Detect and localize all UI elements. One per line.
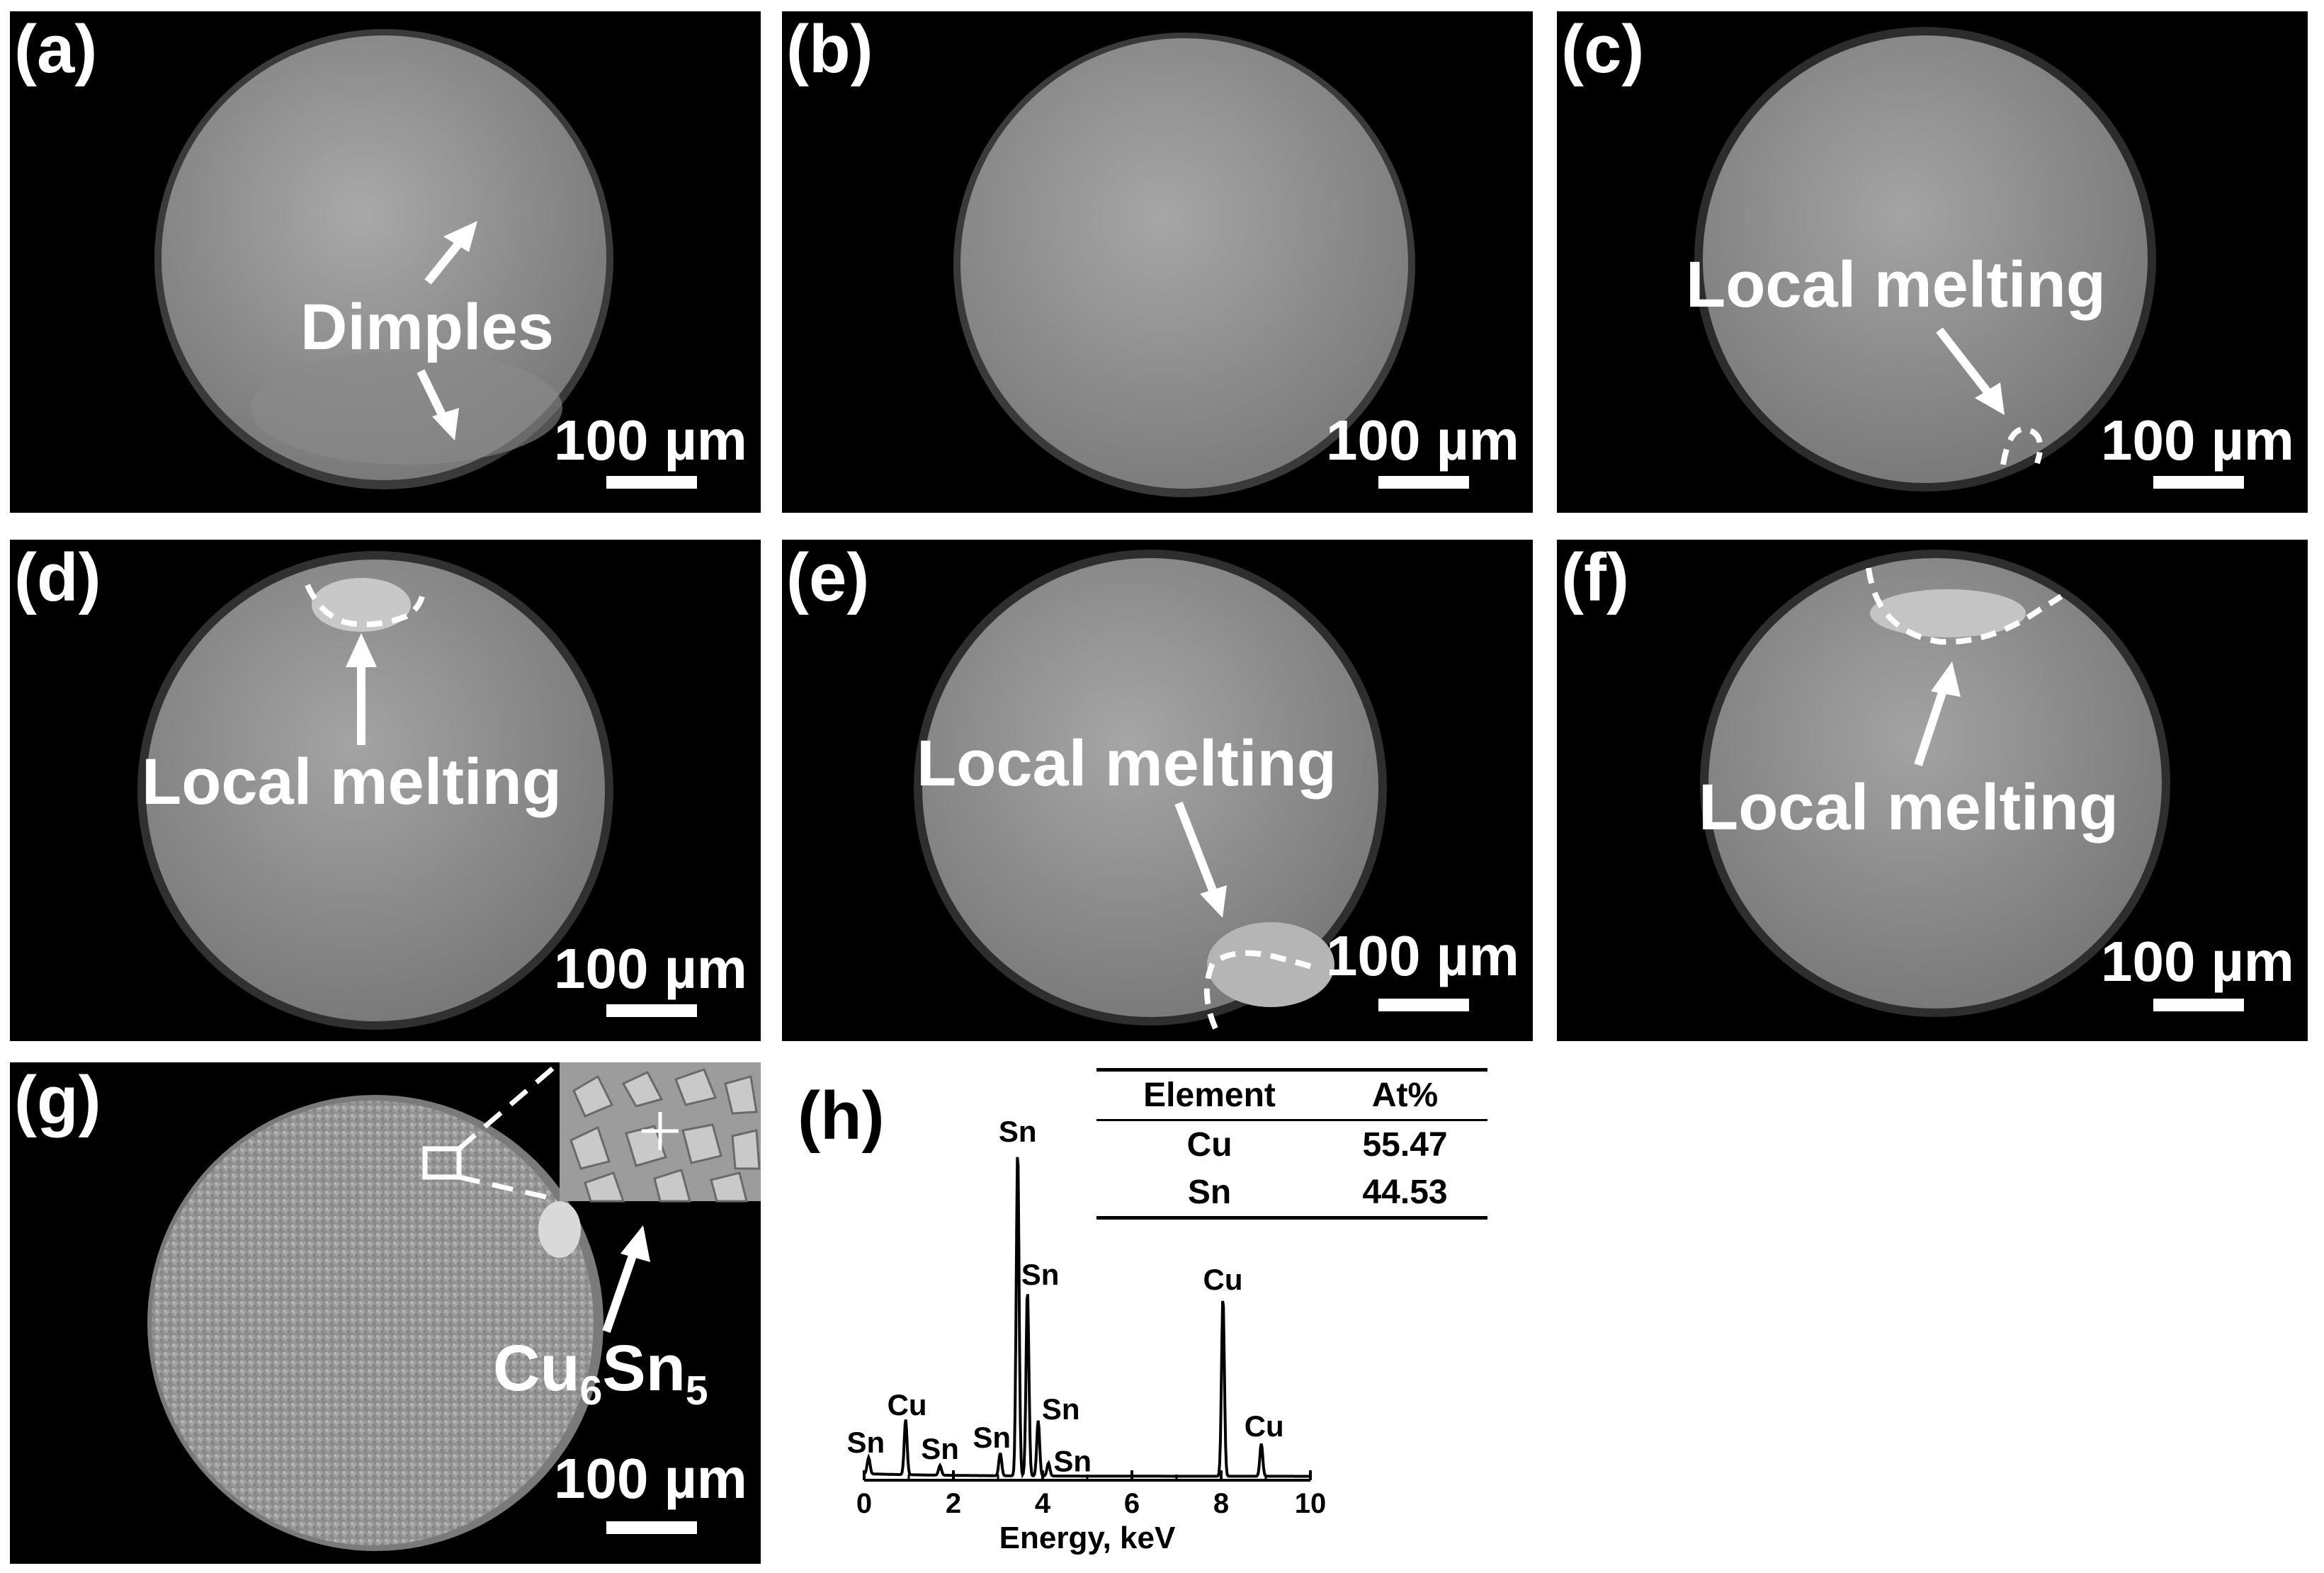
panel-label-h: (h) <box>798 1078 885 1154</box>
scale-bar <box>2153 999 2244 1011</box>
panel-label: (b) <box>786 11 873 87</box>
panel-label: (f) <box>1561 540 1629 615</box>
panel-label: (d) <box>14 540 101 615</box>
x-tick-label: 8 <box>1213 1488 1229 1519</box>
scale-bar <box>606 1521 697 1534</box>
panel-b: (b) 100 µm <box>782 11 1533 513</box>
scale-bar <box>606 1004 697 1017</box>
table-header-element: Element <box>1096 1068 1323 1121</box>
annotation-arrows <box>416 221 477 441</box>
peak-label: Sn <box>1053 1445 1092 1478</box>
fracture-surface-image <box>953 33 1415 497</box>
table-header-at: At% <box>1322 1068 1487 1121</box>
table-row: Sn 44.53 <box>1096 1169 1487 1220</box>
table-cell-element: Cu <box>1186 1126 1232 1164</box>
fracture-surface-image <box>1700 550 2170 1017</box>
peak-label: Sn <box>999 1115 1037 1148</box>
table-cell-at: 44.53 <box>1322 1169 1487 1220</box>
annotation-arrow <box>346 633 377 745</box>
panel-f: (f) Local melting 100 µm <box>1557 540 2308 1041</box>
x-axis-title: Energy, keV <box>999 1521 1176 1555</box>
peak-label: Cu <box>1245 1409 1284 1443</box>
annotation-cu6sn5: Cu6Sn5 <box>493 1332 708 1414</box>
peak-label: Sn <box>973 1421 1011 1454</box>
peak-label: Sn <box>1042 1392 1080 1426</box>
scale-label: 100 µm <box>2101 409 2294 472</box>
annotation-arrow <box>1914 661 1961 766</box>
annotation-local-melting: Local melting <box>1686 249 2106 321</box>
fracture-surface-image <box>137 551 613 1030</box>
table-cell-element: Sn <box>1096 1169 1323 1220</box>
x-tick-label: 6 <box>1124 1488 1140 1519</box>
fracture-surface-image <box>1694 27 2156 492</box>
annotation-arrow <box>1174 801 1227 918</box>
scale-bar <box>606 476 697 489</box>
x-tick-label: 2 <box>946 1488 961 1519</box>
peak-label: Sn <box>1021 1258 1060 1291</box>
x-tick-label: 4 <box>1035 1488 1051 1519</box>
x-tick-label: 10 <box>1295 1488 1327 1519</box>
fracture-surface-image <box>147 1062 761 1551</box>
peak-label: Sn <box>921 1432 959 1465</box>
panel-label: (c) <box>1561 11 1645 87</box>
fracture-surface-image <box>914 550 1387 1030</box>
scale-bar <box>1378 476 1469 489</box>
spectrum-line <box>863 1157 1310 1479</box>
scale-label: 100 µm <box>554 1447 747 1510</box>
panel-d: (d) Local melting 100 µm <box>10 540 761 1041</box>
scale-label: 100 µm <box>1326 409 1519 472</box>
annotation-local-melting: Local melting <box>917 727 1337 800</box>
annotation-local-melting: Local melting <box>1699 771 2119 844</box>
fracture-surface-image <box>154 29 613 489</box>
panel-g: (g) Cu6Sn5 100 µm <box>10 1062 761 1564</box>
scale-bar <box>1378 999 1469 1011</box>
table-cell-at: 55.47 <box>1362 1126 1448 1164</box>
panel-e: (e) Local melting 100 µm <box>782 540 1533 1041</box>
annotation-arrow <box>1936 327 2005 415</box>
panel-label: (e) <box>786 540 870 615</box>
scale-label: 100 µm <box>554 409 747 472</box>
scale-label: 100 µm <box>1326 924 1519 987</box>
peak-label: Cu <box>1203 1263 1243 1296</box>
panel-c: (c) Local melting 100 µm <box>1557 11 2308 513</box>
panel-label: (g) <box>14 1062 101 1138</box>
eds-composition-table: Element At% Cu 55.47 Sn 44.53 <box>1096 1068 1487 1220</box>
annotation-dimples: Dimples <box>300 291 554 363</box>
table-row: Cu 55.47 <box>1096 1120 1487 1169</box>
x-tick-label: 0 <box>856 1488 872 1519</box>
peak-label: Sn <box>846 1426 885 1459</box>
peak-label: Cu <box>888 1388 927 1421</box>
annotation-local-melting: Local melting <box>142 746 562 818</box>
x-axis-ticks: 0 2 4 6 8 10 <box>856 1470 1326 1519</box>
panel-a: (a) Dimples 100 µm <box>10 11 761 513</box>
scale-label: 100 µm <box>554 937 747 1000</box>
scale-label: 100 µm <box>2101 930 2294 993</box>
panel-label: (a) <box>14 11 98 87</box>
scale-bar <box>2153 476 2244 489</box>
